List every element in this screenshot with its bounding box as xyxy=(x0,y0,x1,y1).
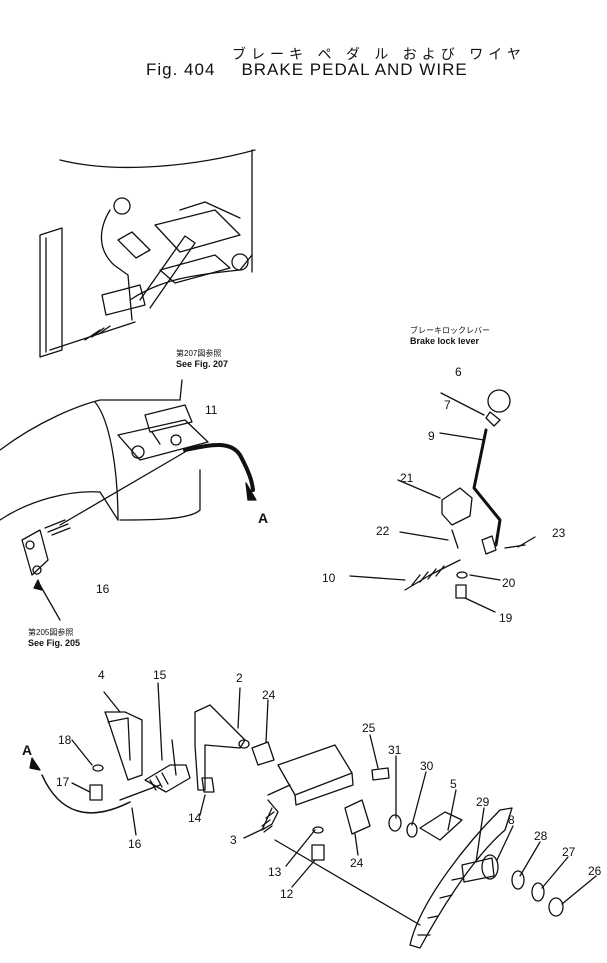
reference-fig-207-jp: 第207図参照 xyxy=(176,349,222,358)
part-label-30: 30 xyxy=(420,759,434,773)
brake-lock-lever-jp: ブレーキロックレバー xyxy=(410,326,490,335)
reference-fig-205-en: See Fig. 205 xyxy=(28,638,81,648)
part-label-9: 9 xyxy=(428,429,435,443)
reference-fig-207: 第207図参照 See Fig. 207 xyxy=(176,349,228,369)
part-label-5: 5 xyxy=(450,777,457,791)
part-label-7: 7 xyxy=(444,398,451,412)
brake-lock-lever-en: Brake lock lever xyxy=(410,336,480,346)
part-label-28: 28 xyxy=(534,829,548,843)
part-label-22: 22 xyxy=(376,524,390,538)
reference-fig-205: 第205図参照 See Fig. 205 xyxy=(28,628,80,648)
title-japanese: ブレーキ ペ ダ ル および ワイヤ xyxy=(232,47,526,63)
part-label-13: 13 xyxy=(268,865,282,879)
part-label-24-lower: 24 xyxy=(350,856,364,870)
part-label-31: 31 xyxy=(388,743,402,757)
part-label-29: 29 xyxy=(476,795,490,809)
part-label-6: 6 xyxy=(455,365,462,379)
part-label-12: 12 xyxy=(280,887,294,901)
part-label-25: 25 xyxy=(362,721,376,735)
part-label-8: 8 xyxy=(508,813,515,827)
wire-routing-view xyxy=(0,379,257,621)
part-label-11: 11 xyxy=(205,403,218,417)
part-label-15: 15 xyxy=(153,668,167,682)
part-label-21: 21 xyxy=(400,471,414,485)
part-label-4: 4 xyxy=(98,668,105,682)
part-label-17: 17 xyxy=(56,775,70,789)
part-label-14: 14 xyxy=(188,811,202,825)
figure-title: BRAKE PEDAL AND WIRE xyxy=(241,60,468,79)
part-label-26: 26 xyxy=(588,864,602,878)
connector-mark-a-upper: A xyxy=(258,510,269,526)
part-label-10: 10 xyxy=(322,571,336,585)
part-label-2: 2 xyxy=(236,671,243,685)
exploded-pedal-parts xyxy=(29,682,597,949)
connector-mark-a-lower: A xyxy=(22,742,33,758)
cab-pedal-assembly xyxy=(39,149,256,358)
part-label-16-upper: 16 xyxy=(96,582,110,596)
part-label-24-upper: 24 xyxy=(262,688,276,702)
brake-lock-lever-group xyxy=(349,389,536,613)
part-label-16-lower: 16 xyxy=(128,837,142,851)
reference-fig-207-en: See Fig. 207 xyxy=(176,359,229,369)
part-label-23: 23 xyxy=(552,526,566,540)
part-label-27: 27 xyxy=(562,845,576,859)
title-english: Fig. 404 BRAKE PEDAL AND WIRE xyxy=(146,60,468,80)
part-label-18: 18 xyxy=(58,733,72,747)
part-label-20: 20 xyxy=(502,576,516,590)
part-label-19: 19 xyxy=(499,611,513,625)
part-label-3: 3 xyxy=(230,833,237,847)
figure-number: Fig. 404 xyxy=(146,60,216,79)
reference-fig-205-jp: 第205図参照 xyxy=(28,628,74,637)
reference-brake-lock-lever: ブレーキロックレバー Brake lock lever xyxy=(410,326,490,346)
